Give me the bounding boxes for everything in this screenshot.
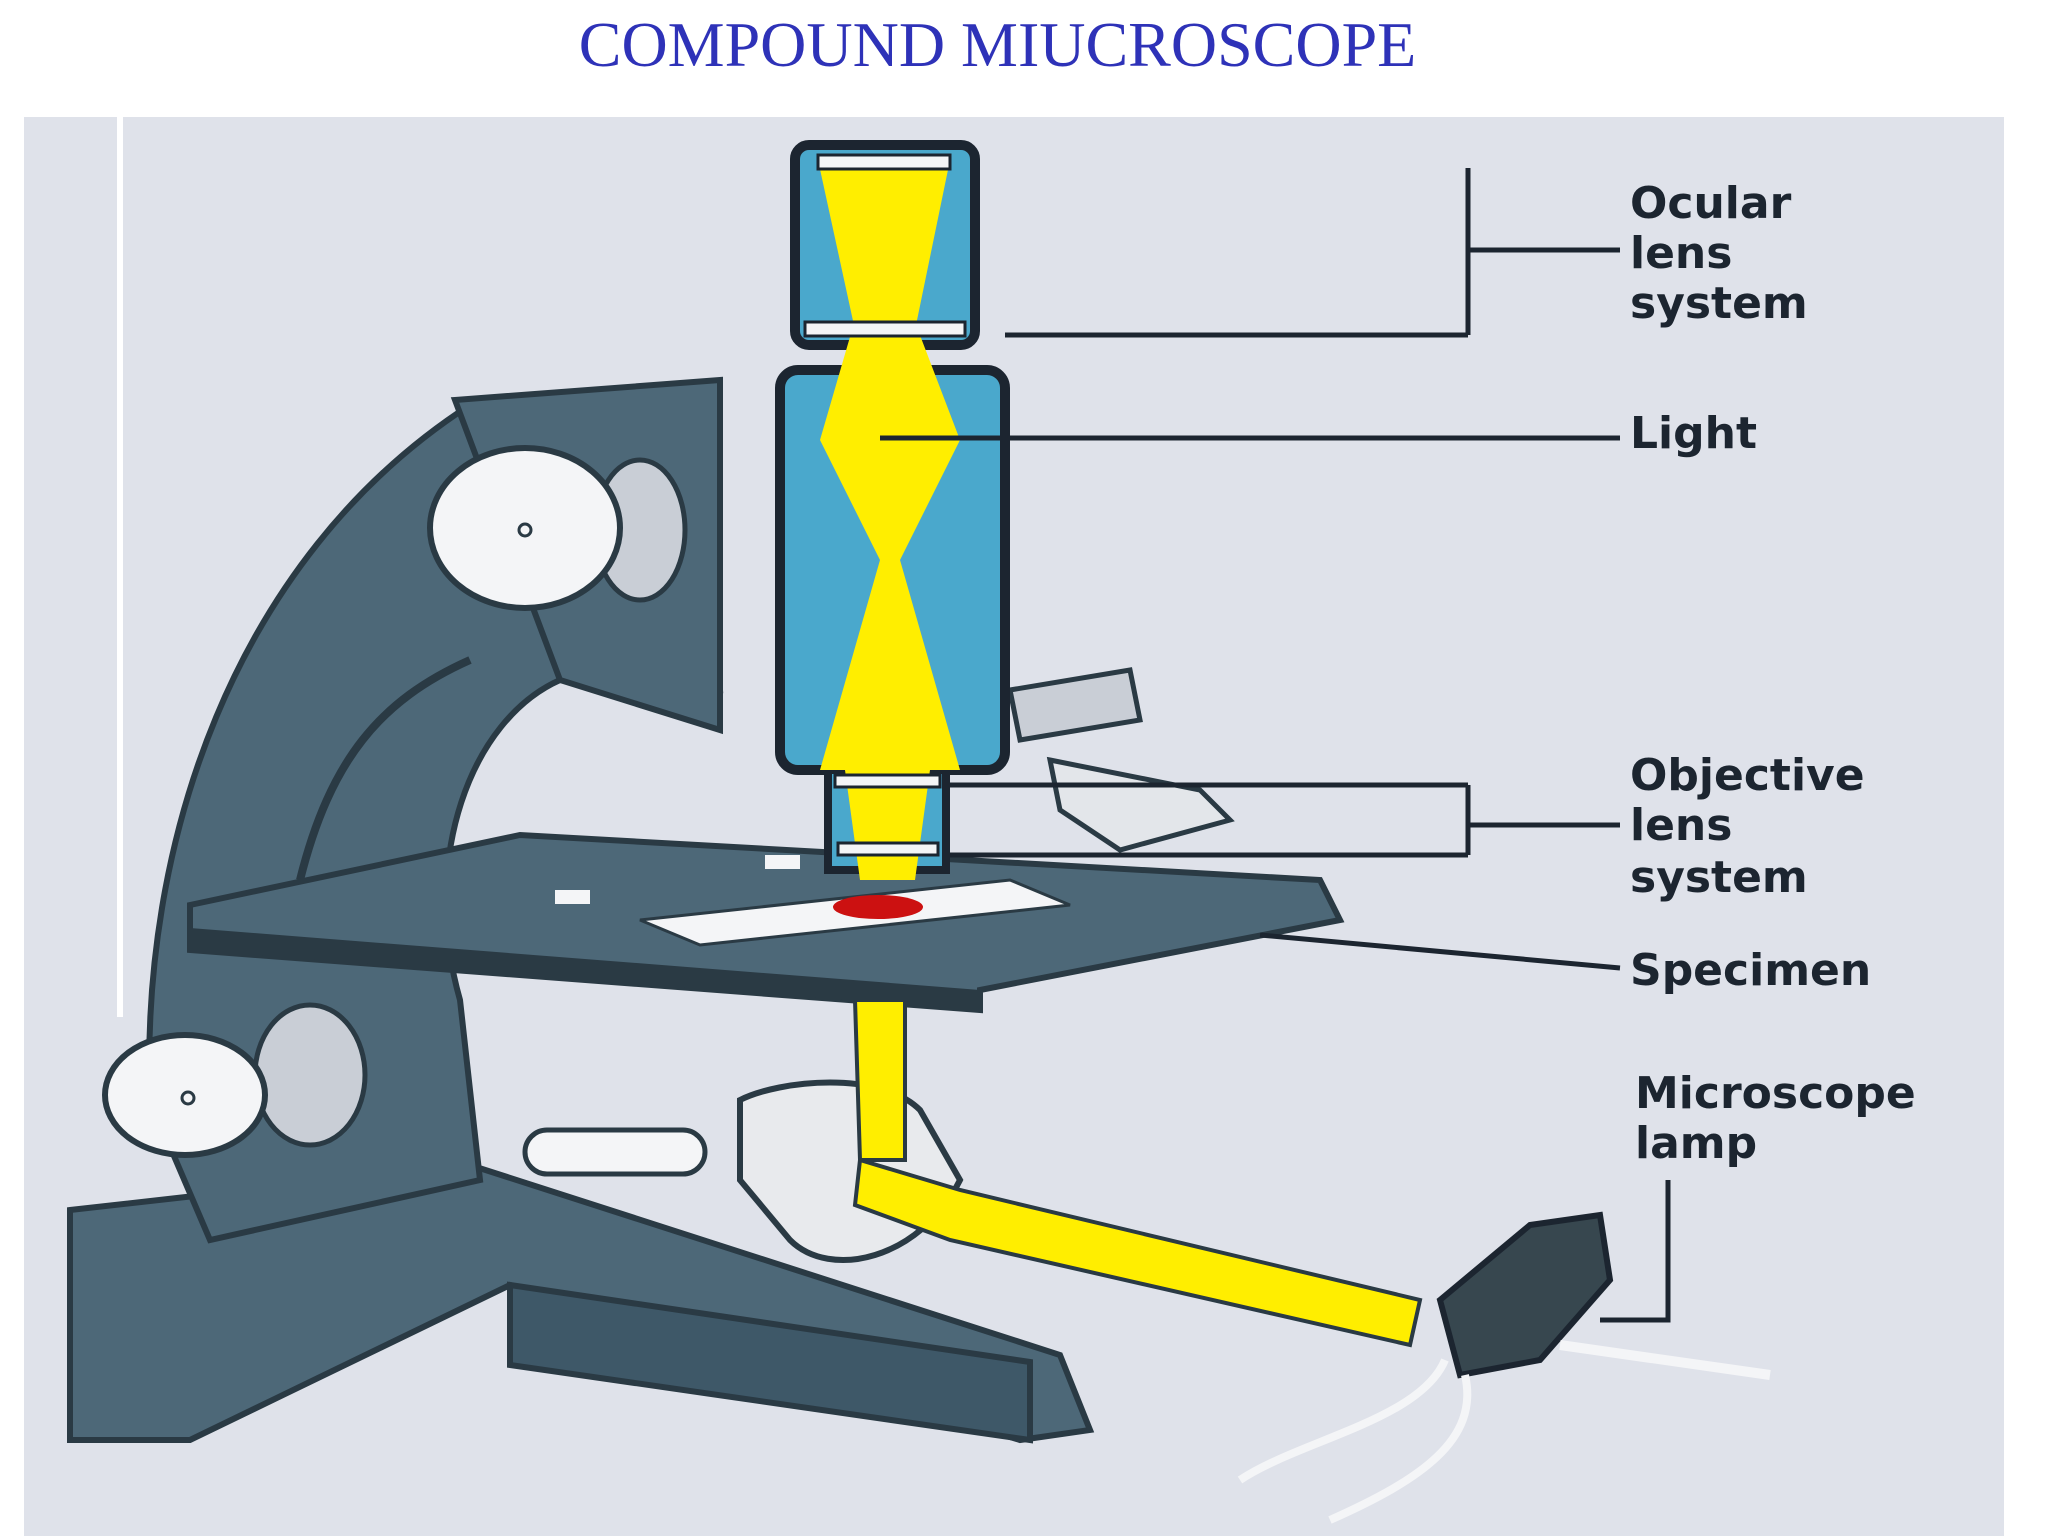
microscope-lamp — [1436, 1211, 1614, 1379]
leader-lamp — [1600, 1180, 1671, 1323]
stage-clip-right — [765, 855, 800, 869]
leader-specimen — [1259, 932, 1621, 971]
specimen — [833, 895, 923, 919]
panel-edge — [117, 117, 123, 1017]
base-front-bar — [507, 1281, 1033, 1444]
light-beam-ocular — [818, 160, 950, 330]
label-objective-3: system — [1630, 852, 1808, 903]
fine-focus-knob-rim — [252, 1002, 368, 1148]
leader-ocular — [1005, 168, 1620, 338]
nosepiece — [1007, 667, 1143, 743]
arm-inner-curve — [296, 656, 472, 881]
fine-focus-knob — [102, 1032, 268, 1158]
label-light: Light — [1630, 408, 1757, 459]
label-lamp-2: lamp — [1635, 1118, 1757, 1169]
page-title: COMPOUND MIUCROSCOPE — [578, 9, 1417, 80]
light-beam-lamp — [852, 1157, 1423, 1348]
light-beam-lower — [852, 998, 907, 1162]
coarse-focus-knob — [427, 445, 623, 611]
label-lamp-1: Microscope — [1635, 1068, 1916, 1119]
label-ocular-1: Ocular — [1630, 178, 1792, 229]
lamp-cord-2 — [1559, 1340, 1771, 1380]
objective-lens-top — [833, 773, 942, 789]
label-ocular-3: system — [1630, 278, 1808, 329]
leader-objective — [945, 782, 1620, 858]
label-specimen: Specimen — [1630, 945, 1871, 996]
label-objective-2: lens — [1630, 800, 1732, 851]
lamp-cord — [1237, 1358, 1472, 1524]
label-ocular-2: lens — [1630, 228, 1732, 279]
mirror-arm — [522, 1127, 708, 1177]
coarse-knob-center-icon — [517, 522, 533, 538]
objective-lens-bottom — [836, 841, 940, 857]
stage-front-edge — [190, 928, 980, 1010]
fine-knob-center-icon — [180, 1090, 196, 1106]
ocular-lens-bottom — [803, 320, 967, 338]
stage-clip-left — [555, 890, 590, 904]
ocular-lens-top — [816, 153, 952, 171]
label-objective-1: Objective — [1630, 750, 1865, 801]
objective-side — [1046, 756, 1235, 853]
